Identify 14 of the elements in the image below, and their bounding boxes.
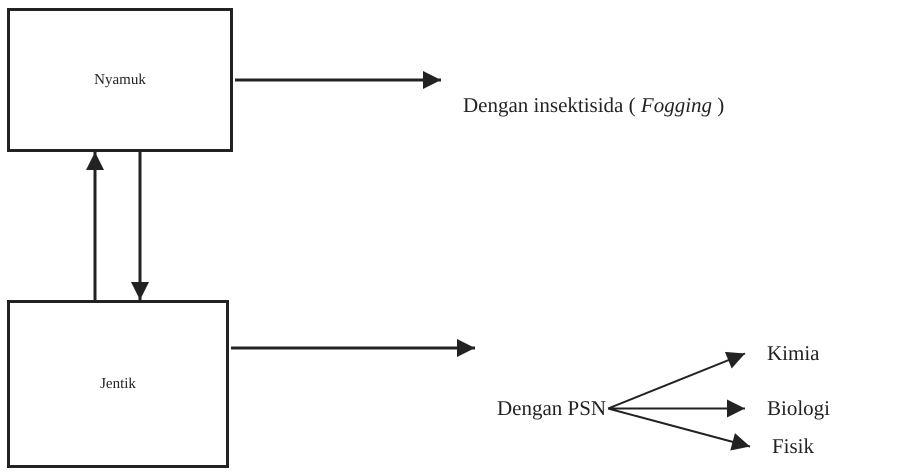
arrow <box>131 152 149 300</box>
arrow <box>608 352 746 410</box>
node-label: Dengan insektisida ( Fogging ) <box>463 95 724 116</box>
node-label: Biologi <box>767 398 830 419</box>
node-label: Kimia <box>767 343 820 364</box>
arrow <box>608 408 750 451</box>
arrow <box>86 152 104 300</box>
arrow <box>608 400 745 418</box>
process-box: Jentik <box>7 300 229 468</box>
process-box: Nyamuk <box>7 8 233 152</box>
node-label: Fisik <box>772 436 814 457</box>
arrow <box>231 339 475 357</box>
arrow <box>235 71 441 89</box>
node-label: Dengan PSN <box>497 398 606 419</box>
